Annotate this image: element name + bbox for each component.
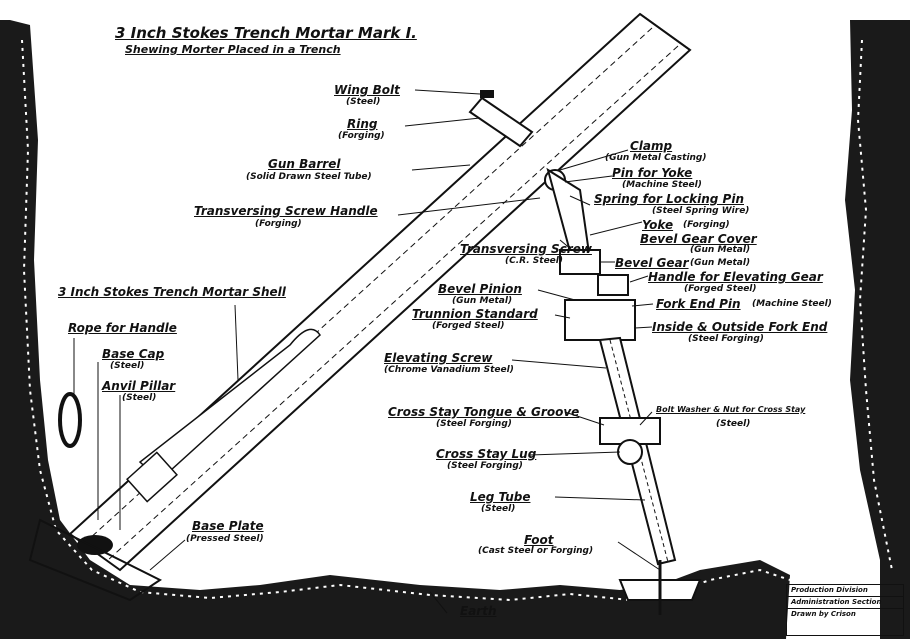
label-foot: Foot	[524, 533, 554, 547]
label-gun-barrel: Gun Barrel	[268, 157, 341, 171]
label-fork-end-pin: Fork End Pin	[656, 297, 741, 311]
label-rope: Rope for Handle	[68, 321, 177, 335]
label-fork-end-material: (Steel Forging)	[688, 334, 764, 344]
label-wing-bolt-material: (Steel)	[346, 97, 381, 107]
label-pin-yoke: Pin for Yoke	[612, 166, 693, 180]
label-transversing-screw-handle-material: (Forging)	[255, 219, 302, 229]
label-transversing-screw-handle: Transversing Screw Handle	[194, 204, 378, 218]
title-block-line2: Administration Section	[787, 597, 903, 609]
label-trunnion: Trunnion Standard	[412, 307, 538, 321]
label-pin-yoke-material: (Machine Steel)	[622, 180, 702, 190]
label-spring: Spring for Locking Pin	[594, 192, 744, 206]
leg-tube	[598, 336, 702, 615]
label-yoke-material: (Forging)	[683, 220, 730, 230]
label-base-cap: Base Cap	[102, 347, 165, 361]
label-base-plate-material: (Pressed Steel)	[186, 534, 264, 544]
label-leg-tube-material: (Steel)	[481, 504, 516, 514]
label-gun-barrel-material: (Solid Drawn Steel Tube)	[246, 172, 372, 182]
label-bevel-pinion: Bevel Pinion	[438, 282, 522, 296]
rope-loop	[58, 392, 82, 448]
trench-right-wall-inner	[856, 39, 893, 571]
label-cross-stay-tongue: Cross Stay Tongue & Groove	[388, 405, 580, 419]
label-foot-material: (Cast Steel or Forging)	[478, 546, 594, 556]
label-cross-stay-lug-material: (Steel Forging)	[447, 461, 523, 471]
wing-bolt	[480, 90, 494, 98]
label-clamp: Clamp	[630, 139, 673, 153]
title-block-line1: Production Division	[787, 585, 903, 597]
label-bolt-washer: Bolt Washer & Nut for Cross Stay	[656, 405, 806, 414]
label-transversing-screw: Transversing Screw	[460, 242, 592, 256]
trench-left-wall	[0, 20, 790, 639]
label-bevel-pinion-material: (Gun Metal)	[452, 296, 513, 306]
label-handle-elevating-material: (Forged Steel)	[684, 284, 757, 294]
label-base-plate: Base Plate	[192, 519, 264, 533]
leader-lines	[73, 89, 661, 614]
label-bevel-gear-cover: Bevel Gear Cover	[640, 232, 757, 246]
label-earth: Earth	[460, 604, 497, 618]
label-spring-material: (Steel Spring Wire)	[652, 206, 750, 216]
diagram-title: 3 Inch Stokes Trench Mortar Mark I.	[115, 24, 417, 42]
bipod-mount	[544, 167, 636, 341]
barrel-ring	[468, 96, 534, 148]
label-leg-tube: Leg Tube	[470, 490, 531, 504]
mortar-shell	[126, 328, 321, 503]
title-block-line3: Drawn by Crison	[791, 610, 856, 618]
label-bevel-gear-cover-material: (Gun Metal)	[690, 245, 751, 255]
label-elevating-screw: Elevating Screw	[384, 351, 493, 365]
label-fork-end: Inside & Outside Fork End	[652, 320, 828, 334]
label-transversing-screw-material: (C.R. Steel)	[505, 256, 563, 266]
label-wing-bolt: Wing Bolt	[334, 83, 400, 97]
label-handle-elevating: Handle for Elevating Gear	[648, 270, 823, 284]
label-anvil-pillar-material: (Steel)	[122, 393, 157, 403]
label-shell: 3 Inch Stokes Trench Mortar Shell	[58, 285, 286, 299]
label-anvil-pillar: Anvil Pillar	[102, 379, 176, 393]
trench-right-wall	[845, 20, 910, 639]
label-bolt-washer-material: (Steel)	[716, 419, 751, 429]
diagram-subtitle: Shewing Morter Placed in a Trench	[125, 43, 341, 56]
base-plate	[28, 518, 162, 602]
label-base-cap-material: (Steel)	[110, 361, 145, 371]
label-clamp-material: (Gun Metal Casting)	[605, 153, 707, 163]
label-trunnion-material: (Forged Steel)	[432, 321, 505, 331]
label-elevating-screw-material: (Chrome Vanadium Steel)	[384, 365, 514, 375]
label-fork-end-pin-material: (Machine Steel)	[752, 299, 832, 309]
label-ring: Ring	[347, 117, 378, 131]
label-bevel-gear-material: (Gun Metal)	[690, 258, 751, 268]
label-ring-material: (Forging)	[338, 131, 385, 141]
label-cross-stay-tongue-material: (Steel Forging)	[436, 419, 512, 429]
label-bevel-gear: Bevel Gear	[615, 256, 689, 270]
label-cross-stay-lug: Cross Stay Lug	[436, 447, 537, 461]
title-block: Production Division Administration Secti…	[786, 584, 904, 636]
base-cap	[77, 535, 113, 555]
label-yoke: Yoke	[642, 218, 674, 232]
